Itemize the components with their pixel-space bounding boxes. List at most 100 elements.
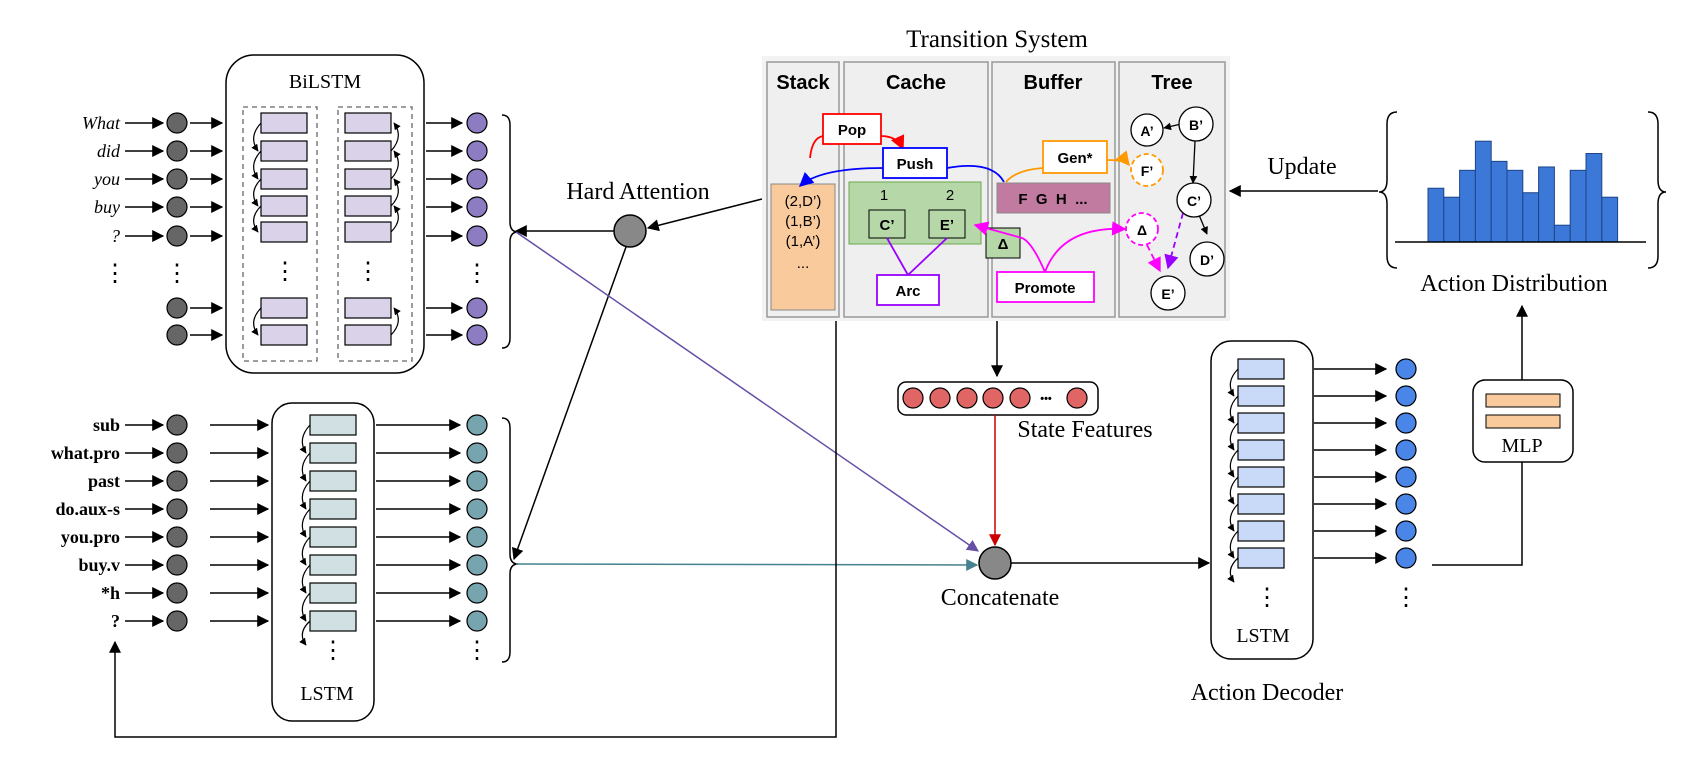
bilstm-title: BiLSTM [289,71,361,93]
encoder-cell-ellipsis: ⋮ [321,638,345,664]
arc-link-right [907,237,948,276]
bilstm-backward-recurrence [390,122,401,152]
stack-item-ellipsis: ... [797,255,810,272]
tree-node-f-label: F’ [1141,163,1153,179]
bilstm-backward-recurrence [390,178,401,207]
bilstm-forward-cell [260,195,308,217]
encoder-token: ? [111,611,120,631]
tree-node-delta-label: Δ [1137,222,1147,238]
decoder-recurrence [1227,449,1239,478]
cache-slot-1 [868,209,906,239]
gen-action [1042,140,1108,174]
encoder-cell [309,470,357,492]
encoder-recurrence [299,424,311,454]
distribution-bar [1506,169,1524,243]
encoder-output-node [466,414,488,436]
decoder-cell [1237,466,1285,488]
cache-item-1: C’ [880,217,895,234]
bilstm-forward-recurrence [251,150,262,180]
decoder-cell [1237,520,1285,542]
distribution-bar [1443,196,1461,243]
push-label: Push [897,156,934,173]
bilstm-output-ellipsis: ⋮ [465,261,489,287]
decoder-recurrence [1227,557,1239,583]
encoder-input-node [166,414,188,436]
bilstm-output-node [466,324,488,346]
transition-system-title: Transition System [906,26,1088,53]
bilstm-input-node [166,168,188,190]
bilstm-input-node [166,324,188,346]
state-features-label: State Features [1017,417,1152,443]
stack-header: Stack [776,72,830,94]
encoder-cell [309,498,357,520]
transition-to-attention-arrow [646,198,763,232]
hard-attention-node [613,214,647,248]
concatenate-node [978,546,1012,580]
encoder-token: *h [101,583,120,603]
tree-node-a [1130,113,1164,147]
bilstm-forward-cell [260,221,308,243]
state-feature-dot [956,387,978,409]
mlp-block: MLP [1472,379,1574,463]
bilstm-input-node [166,196,188,218]
promote-arrow-to-tree [1044,221,1127,273]
action-decoder-label: Action Decoder [1191,680,1344,706]
tree-node-d-label: D’ [1200,252,1214,268]
distribution-bar [1474,140,1492,243]
tree-node-e-label: E’ [1161,286,1174,302]
decoder-output-node [1395,358,1417,380]
encoder-token: what.pro [51,443,120,463]
encoder-output-node [466,554,488,576]
encoder-input-node [166,610,188,632]
bilstm-forward-cell [260,297,308,319]
tree-edge-delta-e [1146,244,1161,273]
encoder-input-node [166,498,188,520]
bilstm-forward-column [242,106,318,362]
tree-node-d [1189,241,1225,277]
bilstm-cell-ellipsis-2: ⋮ [356,259,380,285]
tree-node-b [1178,106,1214,142]
distribution-bar [1569,169,1587,243]
attention-to-encoder-arrow [512,246,627,561]
mlp-layer-2 [1485,414,1561,429]
tree-node-c-label: C’ [1187,193,1201,209]
cache-header: Cache [886,72,946,94]
bilstm-output-node [466,225,488,247]
tree-node-delta [1125,212,1159,246]
stack-item-1: (2,D’) [785,193,822,210]
decoder-recurrence [1227,530,1239,559]
tree-edge-b-c [1189,140,1198,184]
distribution-bar [1459,169,1476,243]
transition-system: Transition System Stack Cache Buffer Tre… [762,26,1230,321]
decoder-to-mlp-line [1432,462,1523,566]
bilstm-to-concat-line [515,231,979,552]
decoder-output-node [1395,439,1417,461]
pop-arrow-head [880,134,905,151]
decoder-cell [1237,547,1285,569]
bilstm-box: BiLSTM ⋮ ⋮ [225,54,425,374]
buffer-tokens: F G H ... [1018,191,1087,208]
encoder-recurrence [299,508,311,538]
cache-slot-1-label: 1 [880,187,888,204]
bilstm-forward-recurrence [251,307,262,336]
bilstm-output-node [466,297,488,319]
encoder-output-node [466,498,488,520]
bilstm-forward-cell [260,324,308,346]
state-feature-dot [902,387,924,409]
decoder-recurrence [1227,476,1239,505]
distribution-bar [1585,153,1603,243]
decoder-recurrence [1227,422,1239,451]
state-feature-dot [1009,387,1031,409]
distribution-bar [1553,224,1571,243]
tree-node-a-label: A’ [1140,123,1153,139]
bilstm-forward-cell [260,140,308,162]
state-feature-dot [982,387,1004,409]
bilstm-output-node [466,140,488,162]
decoder-recurrence [1227,503,1239,532]
promote-label: Promote [1015,280,1076,297]
distribution-left-brace [1378,111,1398,269]
decoder-output-node [1395,520,1417,542]
encoder-cell [309,582,357,604]
tree-header: Tree [1151,72,1192,94]
